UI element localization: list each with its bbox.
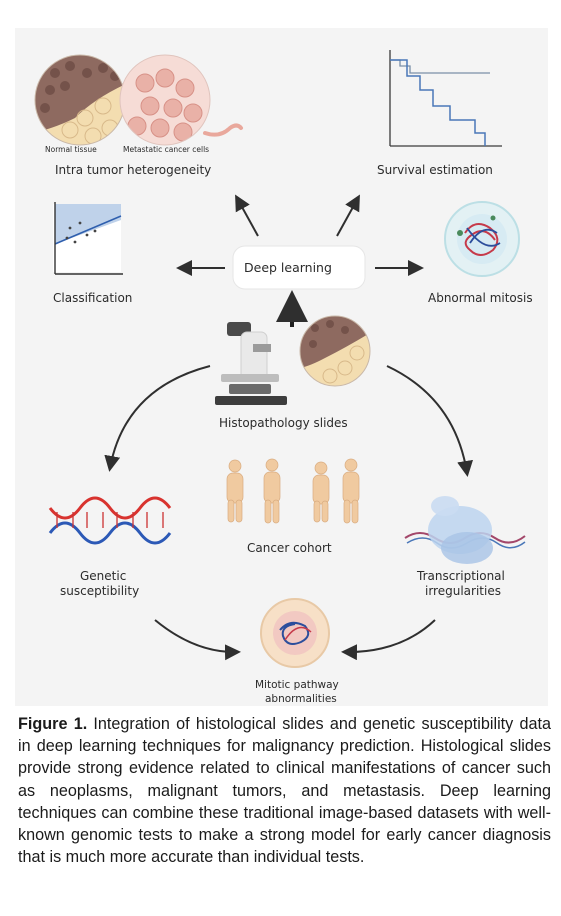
intra-tumor-heterogeneity-label: Intra tumor heterogeneity: [55, 163, 211, 177]
deep-learning-box: [232, 245, 366, 290]
arrow-to-survival: [336, 194, 360, 237]
caption-text: Integration of histological slides and g…: [18, 715, 551, 867]
arrow-curve-bottom-right: [341, 619, 436, 661]
classification-plot: [53, 202, 123, 275]
transcription-complex-icon: [404, 496, 526, 564]
normal-tissue-label: Normal tissue: [45, 145, 97, 154]
arrow-to-heterogeneity: [235, 194, 259, 237]
transcriptional-irregularities-line2: irregularities: [425, 584, 501, 598]
microscope-icon: [215, 322, 287, 405]
figure-background: [15, 28, 548, 706]
figure-caption: Figure 1. Integration of histological sl…: [18, 713, 551, 868]
arrow-curve-bottom-left: [154, 619, 241, 661]
dna-helix-icon: [48, 496, 172, 545]
mitotic-pathway-line2: abnormalities: [265, 693, 337, 705]
metastatic-cells-label: Metastatic cancer cells: [123, 145, 209, 154]
caption-prefix: Figure 1.: [18, 715, 88, 733]
survival-estimation-label: Survival estimation: [377, 163, 493, 177]
arrow-curve-left: [104, 365, 211, 472]
survival-curve-chart: [389, 50, 502, 147]
tissue-normal-circle: [35, 55, 125, 145]
genetic-susceptibility-line1: Genetic: [80, 569, 126, 583]
classification-label: Classification: [53, 291, 132, 305]
arrow-curve-right: [386, 365, 473, 477]
mitotic-cell-icon: [260, 598, 330, 668]
metastatic-tail-shape: [203, 123, 243, 137]
cancer-cohort-figures: [226, 458, 360, 524]
histopathology-slides-label: Histopathology slides: [219, 416, 348, 430]
cancer-cohort-label: Cancer cohort: [247, 541, 332, 555]
mitotic-pathway-line1: Mitotic pathway: [255, 679, 339, 691]
genetic-susceptibility-line2: susceptibility: [60, 584, 139, 598]
abnormal-mitosis-label: Abnormal mitosis: [428, 291, 533, 305]
tissue-metastatic-circle: [120, 55, 210, 145]
abnormal-mitosis-cell: [444, 201, 520, 277]
deep-learning-label: Deep learning: [244, 260, 332, 275]
transcriptional-irregularities-line1: Transcriptional: [416, 569, 505, 583]
deep-learning-diagram: Normal tissue Metastatic cancer cells In…: [15, 28, 548, 706]
tissue-slide-circle: [300, 316, 370, 386]
